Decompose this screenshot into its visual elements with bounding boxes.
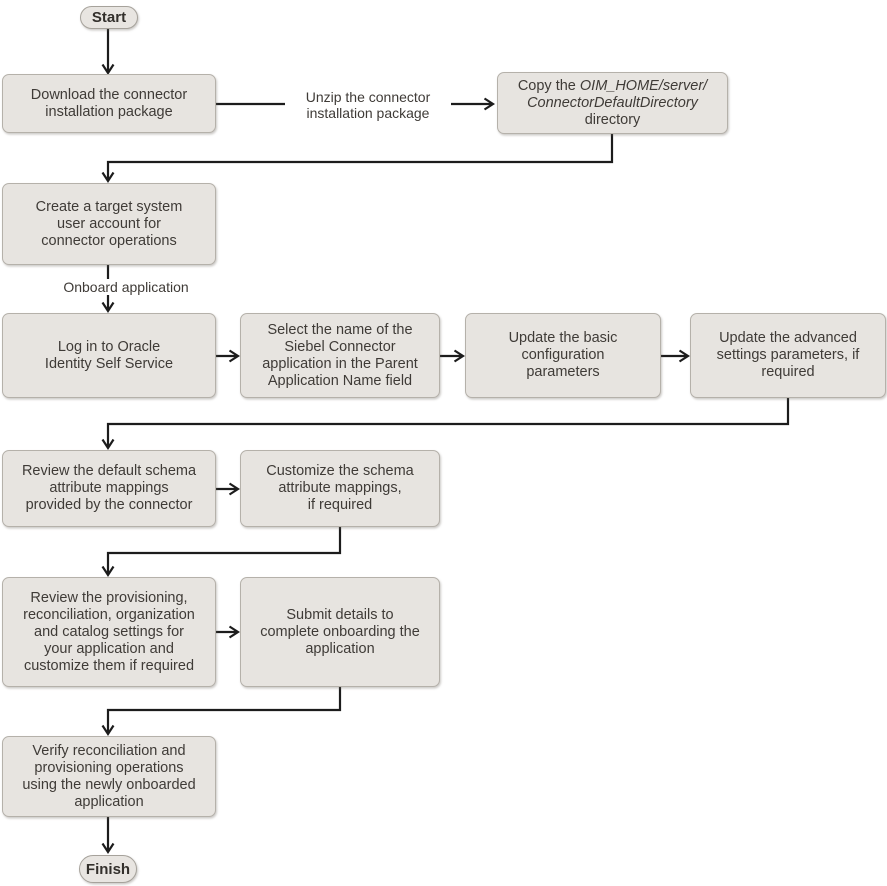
edge-label-onboard-application: Onboard application [38, 279, 214, 295]
node-copy-directory: Copy the OIM_HOME/server/ ConnectorDefau… [497, 72, 728, 134]
connector-reviewprov-submit [216, 625, 241, 639]
node-login-self-service: Log in to Oracle Identity Self Service [2, 313, 216, 398]
finish-label: Finish [85, 860, 131, 878]
node-label: Submit details to complete onboarding th… [260, 606, 420, 657]
node-label: Copy the OIM_HOME/server/ ConnectorDefau… [518, 78, 707, 129]
node-label: Select the name of the Siebel Connector … [262, 321, 418, 389]
copy-text-prefix: Copy the [517, 77, 580, 94]
node-label: Verify reconciliation and provisioning o… [22, 742, 196, 810]
copy-path-part2: ConnectorDefaultDirectory [527, 94, 698, 111]
node-verify-operations: Verify reconciliation and provisioning o… [2, 736, 216, 817]
node-review-schema-mappings: Review the default schema attribute mapp… [2, 450, 216, 527]
node-label: Customize the schema attribute mappings,… [266, 463, 414, 513]
node-label: Update the advanced settings parameters,… [716, 330, 860, 380]
finish-terminal: Finish [79, 855, 137, 883]
connector-reviewschema-customize [216, 482, 241, 496]
node-select-application-name: Select the name of the Siebel Connector … [240, 313, 440, 398]
node-label: Create a target system user account for … [35, 198, 183, 249]
connector-select-basic [440, 349, 466, 363]
node-review-provisioning-settings: Review the provisioning, reconciliation,… [2, 577, 216, 687]
connector-start-download [101, 29, 115, 76]
start-terminal: Start [80, 6, 138, 29]
node-download-package: Download the connector installation pack… [2, 74, 216, 133]
node-label: Update the basic configuration parameter… [508, 330, 618, 380]
node-update-advanced-settings: Update the advanced settings parameters,… [690, 313, 886, 398]
node-submit-details: Submit details to complete onboarding th… [240, 577, 440, 687]
node-update-basic-config: Update the basic configuration parameter… [465, 313, 661, 398]
connector-login-select [216, 349, 241, 363]
edge-label-unzip: Unzip the connector installation package [285, 89, 451, 121]
connector-verify-finish [101, 817, 115, 855]
node-label: Download the connector installation pack… [30, 86, 188, 120]
node-customize-schema-mappings: Customize the schema attribute mappings,… [240, 450, 440, 527]
copy-path-part1: OIM_HOME/server/ [579, 77, 708, 94]
copy-text-suffix: directory [584, 111, 641, 128]
node-label: Review the default schema attribute mapp… [21, 463, 197, 513]
connector-basic-advanced [661, 349, 691, 363]
start-label: Start [91, 9, 127, 26]
connector-advanced-reviewschema [101, 398, 790, 451]
connector-copy-create [101, 134, 614, 184]
node-label: Log in to Oracle Identity Self Service [44, 338, 174, 372]
connector-customize-reviewprov [101, 527, 342, 578]
node-label: Review the provisioning, reconciliation,… [23, 589, 195, 674]
node-create-user-account: Create a target system user account for … [2, 183, 216, 265]
connector-submit-verify [101, 687, 342, 737]
